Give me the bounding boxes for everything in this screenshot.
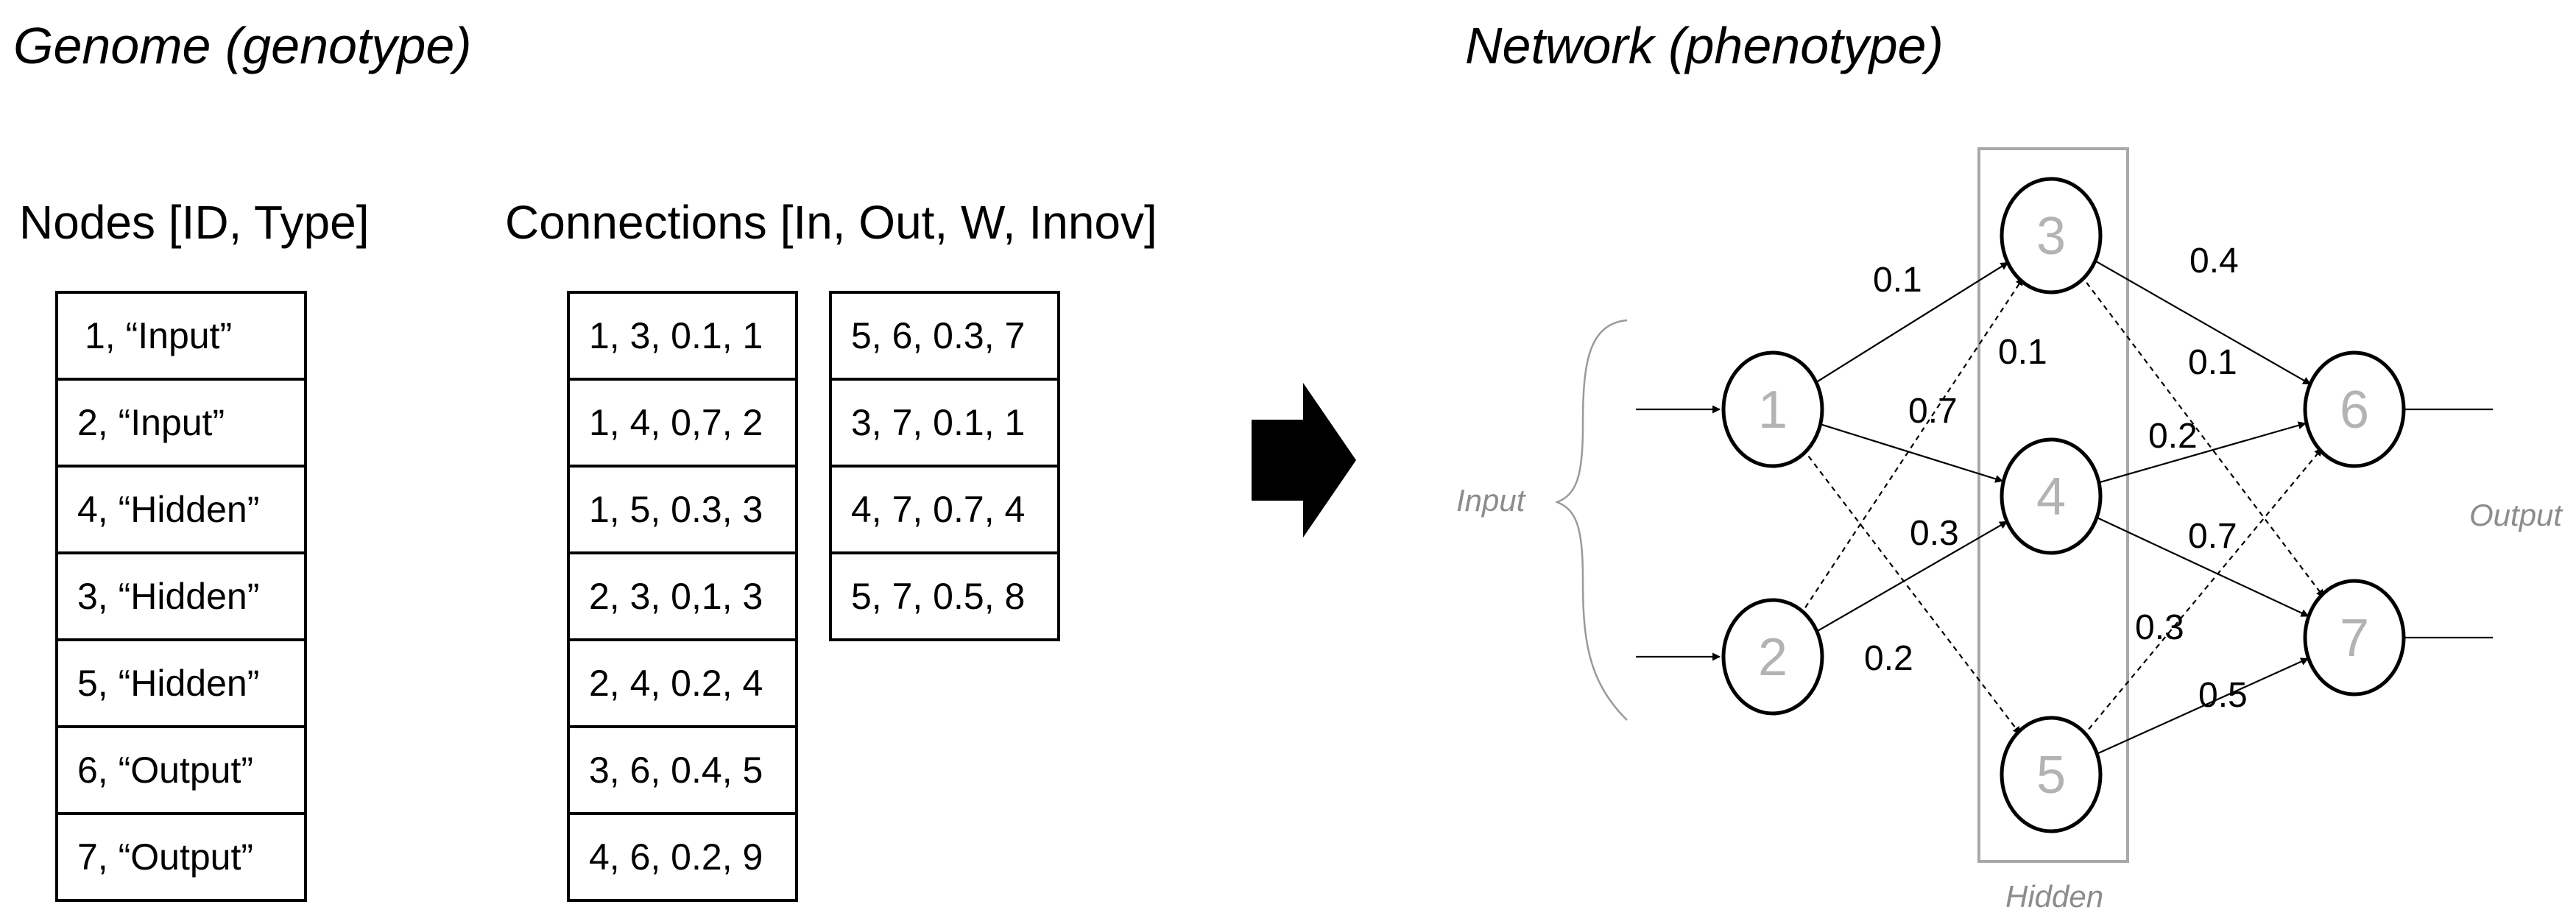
connections-table-title: Connections [In, Out, W, Innov]	[505, 196, 1157, 249]
weight-label-5-7: 0.5	[2198, 676, 2248, 715]
weight-label-3-6: 0.4	[2189, 241, 2239, 281]
weight-label-2-4: 0.2	[1864, 639, 1913, 678]
node-circle-5	[2000, 716, 2103, 833]
node-circle-1	[1721, 350, 1824, 468]
node-row: 5, “Hidden”	[58, 641, 304, 728]
connection-row: 1, 4, 0,7, 2	[570, 381, 795, 468]
connection-1-5	[1802, 448, 2022, 735]
node-row: 3, “Hidden”	[58, 554, 304, 641]
connection-2-4	[1815, 521, 2008, 633]
output-label: Output	[2469, 498, 2563, 532]
connection-row: 1, 3, 0.1, 1	[570, 294, 795, 381]
node-1: 1	[1721, 350, 1824, 468]
right-arrow-icon	[1252, 383, 1356, 537]
node-label-7: 7	[2340, 609, 2369, 668]
node-4: 4	[2000, 437, 2103, 555]
input-label: Input	[1456, 483, 1527, 518]
network-heading: Network (phenotype)	[1465, 17, 1944, 74]
connection-row: 2, 4, 0.2, 4	[570, 641, 795, 728]
connection-2-3	[1799, 277, 2024, 616]
weight-label-4-6: 0.2	[2148, 417, 2198, 456]
node-5: 5	[2000, 716, 2103, 833]
node-7: 7	[2303, 579, 2406, 696]
connection-row: 3, 7, 0.1, 1	[832, 381, 1057, 468]
connection-row: 5, 6, 0.3, 7	[832, 294, 1057, 381]
connection-row: 1, 5, 0.3, 3	[570, 468, 795, 554]
hidden-label: Hidden	[2005, 879, 2103, 914]
connection-3-6	[2093, 259, 2312, 385]
input-brace	[1554, 319, 1628, 721]
connection-4-7	[2095, 516, 2309, 617]
weight-label-3-7: 0.1	[2188, 343, 2237, 382]
genome-heading: Genome (genotype)	[13, 17, 472, 74]
connection-row: 5, 7, 0.5, 8	[832, 554, 1057, 641]
node-row: 2, “Input”	[58, 381, 304, 468]
node-row: 4, “Hidden”	[58, 468, 304, 554]
connection-1-3	[1814, 261, 2009, 384]
node-label-1: 1	[1758, 381, 1788, 440]
weight-label-2-3: 0.1	[1998, 333, 2047, 372]
nodes-table: 1, “Input” 2, “Input” 4, “Hidden” 3, “Hi…	[55, 291, 307, 902]
connection-5-6	[2081, 448, 2323, 738]
node-circle-2	[1721, 598, 1824, 716]
connections-table-column-b: 5, 6, 0.3, 7 3, 7, 0.1, 1 4, 7, 0.7, 4 5…	[829, 291, 1060, 641]
node-6: 6	[2303, 350, 2406, 468]
node-label-6: 6	[2340, 381, 2369, 440]
node-circle-7	[2303, 579, 2406, 696]
weight-label-5-6: 0.3	[2135, 608, 2184, 647]
node-label-3: 3	[2036, 207, 2066, 266]
connections-table-column-a: 1, 3, 0.1, 1 1, 4, 0,7, 2 1, 5, 0.3, 3 2…	[567, 291, 798, 902]
connection-row: 4, 7, 0.7, 4	[832, 468, 1057, 554]
node-3: 3	[2000, 177, 2103, 295]
node-label-5: 5	[2036, 746, 2066, 805]
hidden-layer-box	[1977, 147, 2129, 863]
connection-5-7	[2095, 657, 2309, 755]
connection-row: 4, 6, 0.2, 9	[570, 815, 795, 902]
weight-label-1-5: 0.3	[1910, 514, 1959, 553]
node-row: 1, “Input”	[58, 294, 304, 381]
node-row: 6, “Output”	[58, 728, 304, 815]
connection-row: 2, 3, 0,1, 3	[570, 554, 795, 641]
connection-row: 3, 6, 0.4, 5	[570, 728, 795, 815]
connection-1-4	[1819, 423, 2004, 483]
node-circle-3	[2000, 177, 2103, 295]
node-row: 7, “Output”	[58, 815, 304, 902]
connection-3-7	[2080, 274, 2325, 598]
weight-label-1-4: 0.7	[1908, 392, 1958, 431]
node-2: 2	[1721, 598, 1824, 716]
nodes-table-title: Nodes [ID, Type]	[19, 196, 370, 249]
node-circle-6	[2303, 350, 2406, 468]
connection-4-6	[2098, 421, 2307, 484]
node-circle-4	[2000, 437, 2103, 555]
node-label-2: 2	[1758, 628, 1788, 687]
node-label-4: 4	[2036, 468, 2066, 526]
weight-label-1-3: 0.1	[1873, 261, 1922, 300]
weight-label-4-7: 0.7	[2188, 517, 2237, 556]
